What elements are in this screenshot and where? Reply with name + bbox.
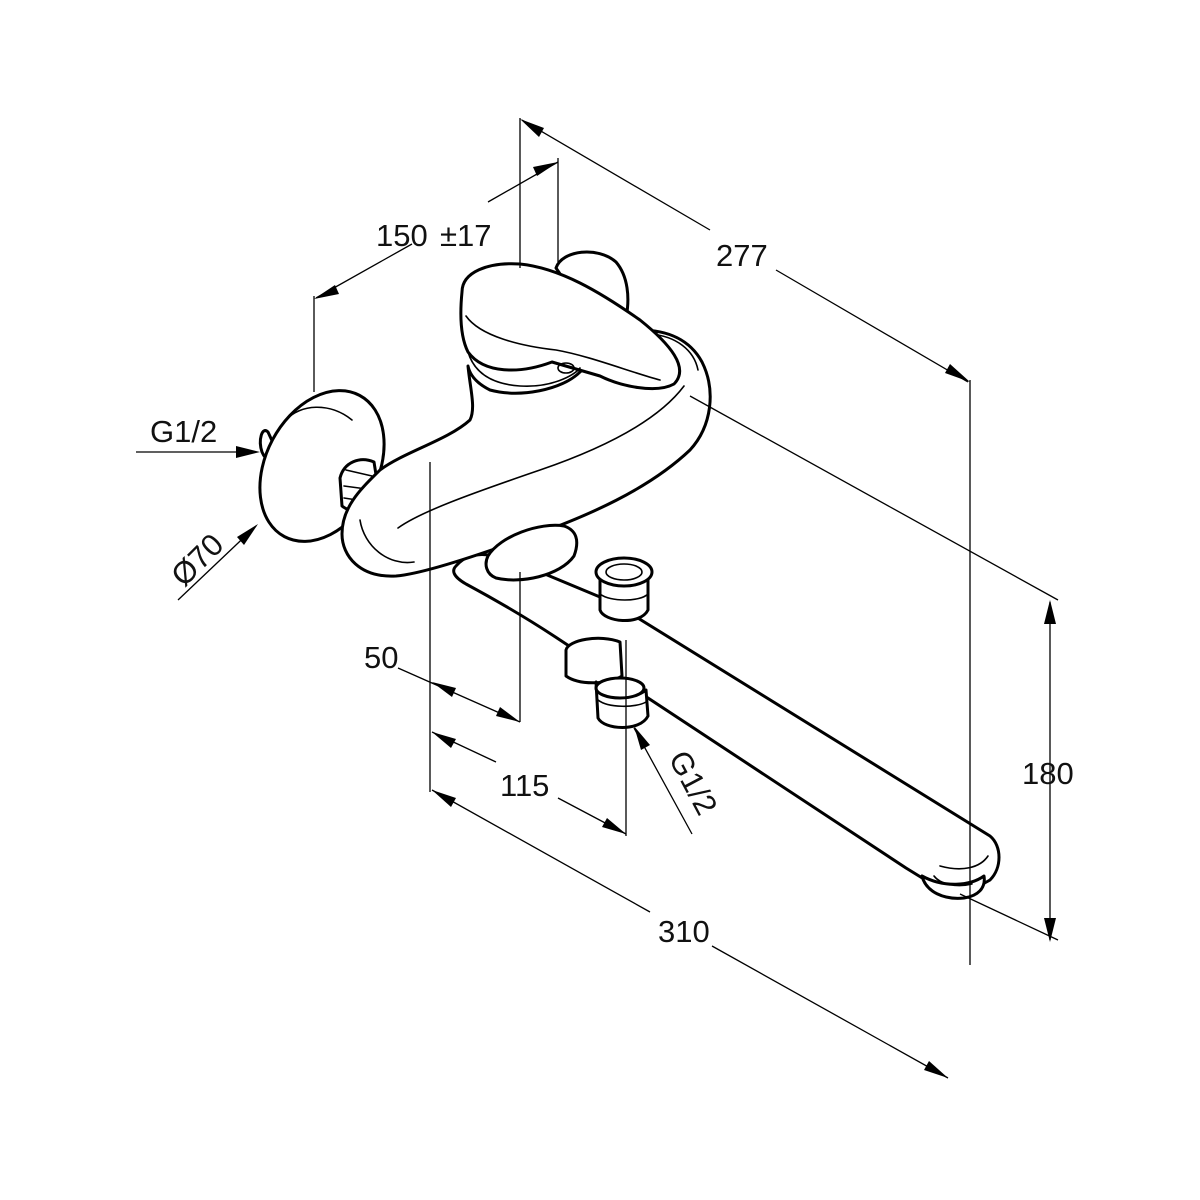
- extension-lines: [313, 118, 1059, 965]
- label-diameter: Ø70: [164, 527, 230, 593]
- dim-150-arrow-end: [533, 162, 558, 176]
- lever-handle: [459, 262, 681, 391]
- dim-50-arrow-end: [496, 707, 520, 722]
- label-50: 50: [364, 640, 398, 675]
- label-150: 150: [376, 218, 428, 253]
- dim-50-arrow-start: [432, 682, 456, 697]
- mixer-body: [340, 328, 712, 582]
- dim-310-line-b: [711, 945, 949, 1079]
- label-inlet-thread: G1/2: [150, 414, 217, 449]
- bottom-outlet: [564, 636, 650, 729]
- dim-310-arrow-end: [924, 1061, 948, 1078]
- diameter-leader-arrow: [237, 524, 258, 545]
- dim-277-line-b: [775, 269, 969, 383]
- spout: [452, 552, 1001, 900]
- label-115: 115: [500, 768, 549, 803]
- inlet-leader-arrow: [236, 446, 260, 458]
- dim-180-arrow-top: [1044, 600, 1056, 624]
- label-277: 277: [716, 238, 768, 273]
- label-outlet-thread: G1/2: [662, 745, 724, 821]
- dim-115-arrow-end: [602, 818, 626, 834]
- dim-277-arrow-start: [520, 119, 544, 137]
- dim-277-line-a: [521, 119, 711, 231]
- dim-277-arrow-end: [945, 364, 970, 382]
- faucet-body: [258, 250, 1001, 900]
- dim-310-line-a: [431, 789, 651, 913]
- dim-180-arrow-bottom: [1044, 918, 1056, 942]
- diverter-knob: [594, 556, 654, 623]
- dim-150-arrow-start: [314, 285, 339, 299]
- dimension-lines: [136, 119, 1056, 1079]
- dim-310-arrow-start: [432, 790, 456, 807]
- dim-115-arrow-start: [432, 732, 456, 748]
- label-180: 180: [1022, 756, 1074, 791]
- label-310: 310: [658, 914, 710, 949]
- label-tolerance: ±17: [440, 218, 492, 253]
- outlet-leader-arrow: [634, 726, 650, 750]
